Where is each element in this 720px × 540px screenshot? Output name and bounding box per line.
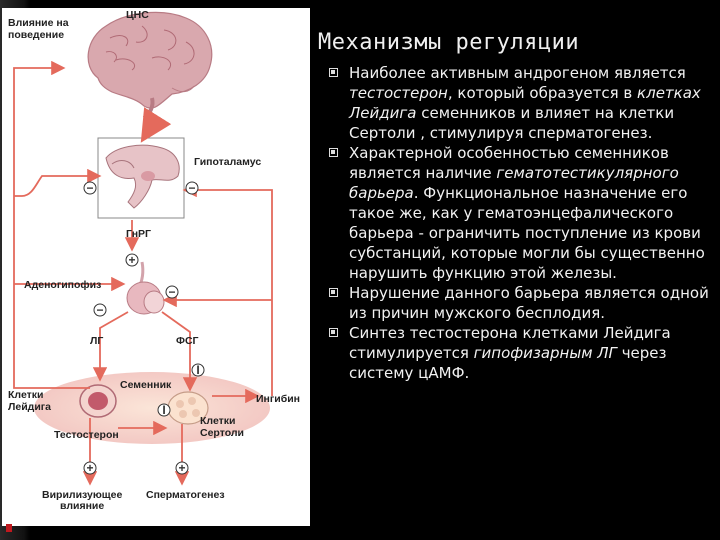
label-testis: Семенник — [120, 379, 172, 391]
label-virilizing-1: Вирилизующее — [42, 489, 122, 501]
feedback-arrows — [13, 60, 273, 486]
label-testosterone: Тестостерон — [54, 429, 119, 441]
label-adenohypophysis: Аденогипофиз — [24, 279, 101, 291]
plus-sign: + — [128, 253, 135, 267]
bullet-text-italic: гематотестикулярного барьера — [349, 164, 679, 202]
bullet-text: Характерной особенностью семенников явля… — [349, 144, 669, 182]
bullet-text: Синтез тестостерона клетками Лейдига сти… — [349, 324, 671, 362]
bullet-text: через систему цАМФ. — [349, 344, 667, 382]
slide-title: Механизмы регуляции — [318, 30, 580, 55]
minus-sign: − — [168, 285, 175, 299]
bullet-text: , который образуется в — [447, 84, 638, 102]
label-spermatogenesis: Сперматогенез — [146, 489, 225, 501]
label-virilizing-2: влияние — [60, 500, 104, 512]
regulation-diagram-svg: − − + − − I I + + Влияние на поведение Ц… — [8, 9, 300, 512]
minus-sign: − — [86, 181, 93, 195]
label-sertoli-2: Сертоли — [200, 427, 244, 439]
label-fsh: ФСГ — [176, 335, 199, 347]
label-lh: ЛГ — [90, 335, 103, 347]
hypothalamus-illustration — [105, 144, 180, 209]
sertoli-cell — [167, 391, 209, 425]
brain-illustration — [87, 11, 213, 120]
bullet-text: семенников и влияет на клетки Сертоли , … — [349, 104, 675, 142]
one-sign: I — [196, 363, 199, 377]
bullet-item: Характерной особенностью семенников явля… — [328, 143, 714, 283]
label-behavior-1: Влияние на — [8, 17, 69, 29]
one-sign: I — [162, 403, 165, 417]
bullet-square-icon — [328, 66, 338, 77]
label-gnrh: ГнРГ — [126, 228, 151, 240]
leydig-cell — [79, 384, 117, 418]
bullet-text: Нарушение данного барьера является одной… — [349, 284, 709, 322]
bullet-list: Наиболее активным андрогеном является те… — [328, 63, 714, 383]
bullet-square-icon — [328, 326, 338, 337]
minus-sign: − — [188, 181, 195, 195]
label-hypothalamus: Гипоталамус — [194, 156, 261, 168]
bullet-text-italic: тестостерон — [349, 84, 448, 102]
bullet-text-italic: клетках Лейдига — [349, 84, 701, 122]
label-sertoli-1: Клетки — [200, 415, 236, 427]
label-behavior-2: поведение — [8, 29, 64, 41]
bullet-item: Синтез тестостерона клетками Лейдига сти… — [328, 323, 714, 383]
bullet-text-italic: гипофизарным ЛГ — [473, 344, 617, 362]
minus-sign: − — [96, 303, 103, 317]
plus-sign: + — [178, 461, 185, 475]
label-leydig-1: Клетки — [8, 389, 44, 401]
label-leydig-2: Лейдига — [8, 401, 51, 413]
bullet-item: Наиболее активным андрогеном является те… — [328, 63, 714, 143]
regulation-diagram: − − + − − I I + + Влияние на поведение Ц… — [2, 8, 310, 526]
red-accent-bullet — [6, 524, 12, 532]
feedback-signs: − − + − − I I + + — [83, 181, 205, 475]
bullet-item: Нарушение данного барьера является одной… — [328, 283, 714, 323]
bullet-square-icon — [328, 146, 338, 157]
bullet-text: . Функциональное назначение его такое же… — [349, 184, 705, 282]
label-inhibin: Ингибин — [256, 393, 300, 405]
pituitary-illustration — [126, 261, 165, 315]
bullet-text: Наиболее активным андрогеном является — [349, 64, 686, 82]
bullet-square-icon — [328, 286, 338, 297]
plus-sign: + — [86, 461, 93, 475]
label-cns: ЦНС — [126, 9, 149, 21]
